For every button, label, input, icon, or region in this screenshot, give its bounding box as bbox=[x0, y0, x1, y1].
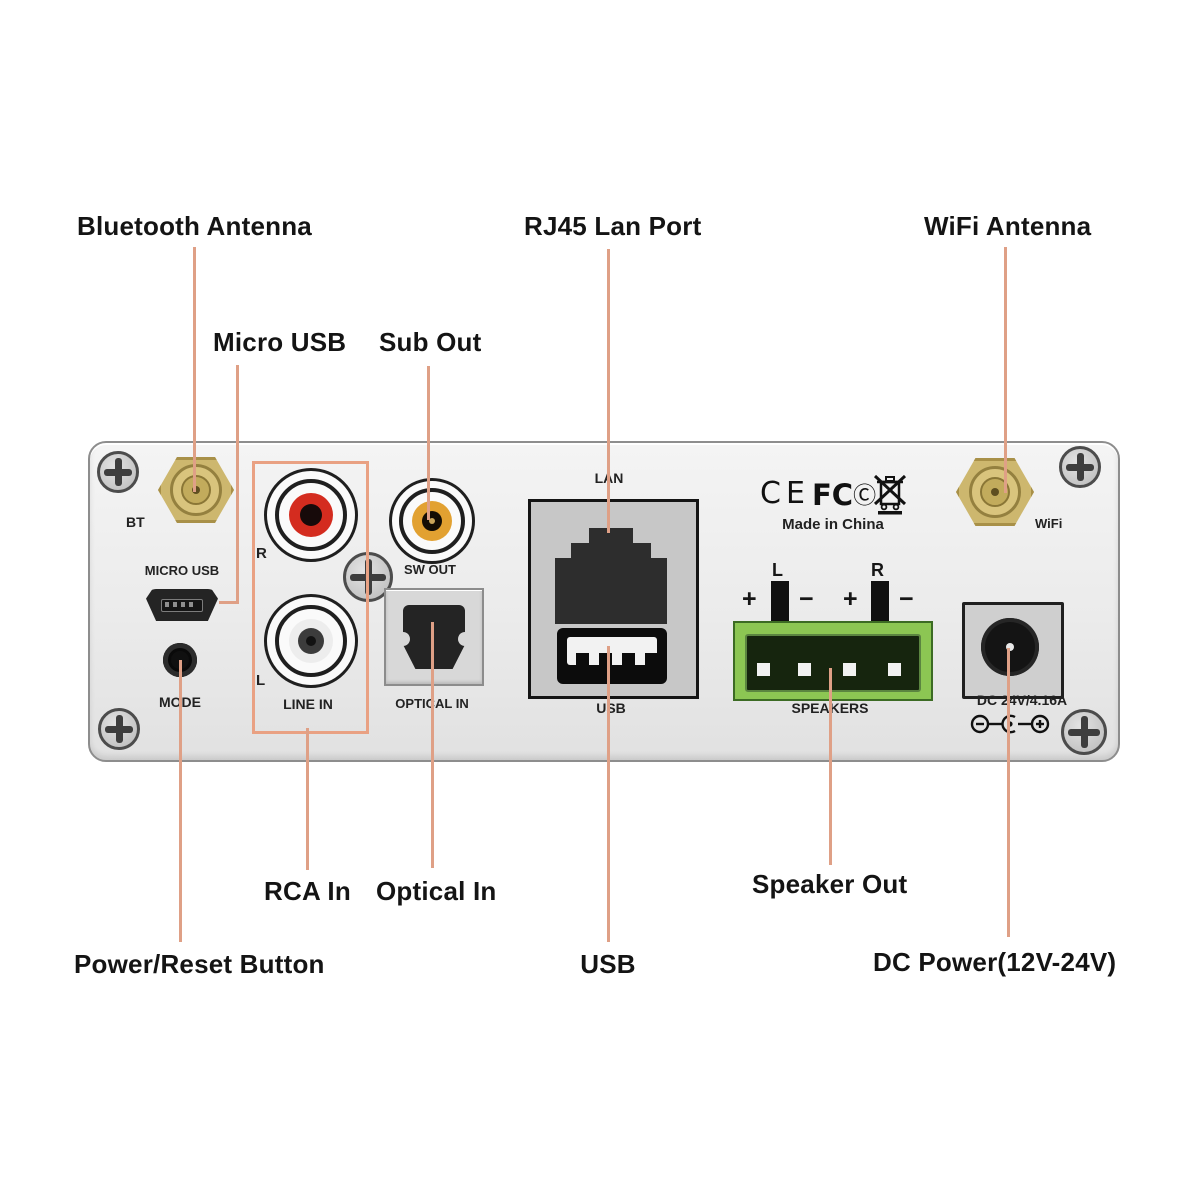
speaker-minus-label: − bbox=[899, 585, 914, 613]
micro-usb-port-label: MICRO USB bbox=[144, 563, 220, 578]
micro-usb-port-icon bbox=[146, 589, 218, 621]
rj45-lan-port-label: RJ45 Lan Port bbox=[524, 211, 702, 241]
optical-port-icon bbox=[384, 588, 484, 686]
usb-port-icon bbox=[557, 628, 667, 684]
speaker-plus-label: + bbox=[742, 585, 757, 613]
screw-icon bbox=[1059, 446, 1101, 488]
dc-polarity-icon bbox=[968, 710, 1052, 743]
bt-port-label: BT bbox=[126, 514, 145, 530]
speaker-out-label: Speaker Out bbox=[752, 869, 908, 899]
speaker-plus-label: + bbox=[843, 585, 858, 613]
leader-bluetooth bbox=[193, 247, 196, 492]
rca-r-label: R bbox=[256, 545, 267, 562]
leader-dc-power bbox=[1007, 648, 1010, 937]
ce-mark: CE bbox=[760, 476, 810, 511]
speaker-l-label: L bbox=[772, 560, 783, 580]
wifi-port-label: WiFi bbox=[1035, 516, 1063, 531]
bluetooth-antenna-label: Bluetooth Antenna bbox=[77, 211, 312, 241]
speaker-terminal-icon bbox=[733, 621, 933, 701]
leader-rj45 bbox=[607, 249, 610, 533]
leader-micro-usb-jog bbox=[219, 601, 239, 604]
dc-rating-label: DC 24V/4.16A bbox=[976, 692, 1068, 708]
weee-bin-icon bbox=[872, 473, 908, 520]
rca-jack-right-icon bbox=[264, 468, 358, 562]
power-reset-button-label: Power/Reset Button bbox=[74, 949, 325, 979]
fcc-mark: FCⒸ bbox=[812, 478, 877, 512]
leader-micro-usb bbox=[236, 365, 239, 603]
rca-in-label: RCA In bbox=[264, 876, 351, 906]
lan-usb-module bbox=[528, 499, 699, 699]
screw-icon bbox=[98, 708, 140, 750]
bt-antenna-connector-icon bbox=[158, 457, 234, 523]
rj45-port-icon bbox=[589, 528, 633, 543]
sub-out-label: Sub Out bbox=[379, 327, 482, 357]
leader-sub-out bbox=[427, 366, 430, 520]
usb-callout-label: USB bbox=[580, 949, 636, 979]
speaker-terminal-tab bbox=[771, 581, 789, 623]
micro-usb-label: Micro USB bbox=[213, 327, 347, 357]
made-in-china-label: Made in China bbox=[782, 516, 884, 533]
screw-icon bbox=[97, 451, 139, 493]
leader-usb bbox=[607, 646, 610, 942]
rca-jack-left-icon bbox=[264, 594, 358, 688]
speaker-r-label: R bbox=[871, 560, 884, 580]
leader-wifi bbox=[1004, 247, 1007, 493]
leader-optical-in bbox=[431, 622, 434, 868]
line-in-label: LINE IN bbox=[283, 696, 333, 712]
dc-power-label: DC Power(12V-24V) bbox=[873, 947, 1117, 977]
speaker-terminal-tab bbox=[871, 581, 889, 623]
wifi-antenna-label: WiFi Antenna bbox=[924, 211, 1092, 241]
sub-out-jack-icon bbox=[389, 478, 475, 564]
dc-jack-icon bbox=[962, 602, 1064, 699]
leader-speaker-out bbox=[829, 668, 832, 865]
leader-rca-in bbox=[306, 728, 309, 870]
sw-out-label: SW OUT bbox=[404, 562, 456, 577]
optical-in-label: Optical In bbox=[376, 876, 497, 906]
rca-l-label: L bbox=[256, 672, 266, 689]
speaker-minus-label: − bbox=[799, 585, 814, 613]
leader-power-reset bbox=[179, 660, 182, 942]
line-in-highlight-box bbox=[252, 461, 369, 734]
usb-port-label: USB bbox=[596, 700, 626, 716]
screw-icon bbox=[1061, 709, 1107, 755]
